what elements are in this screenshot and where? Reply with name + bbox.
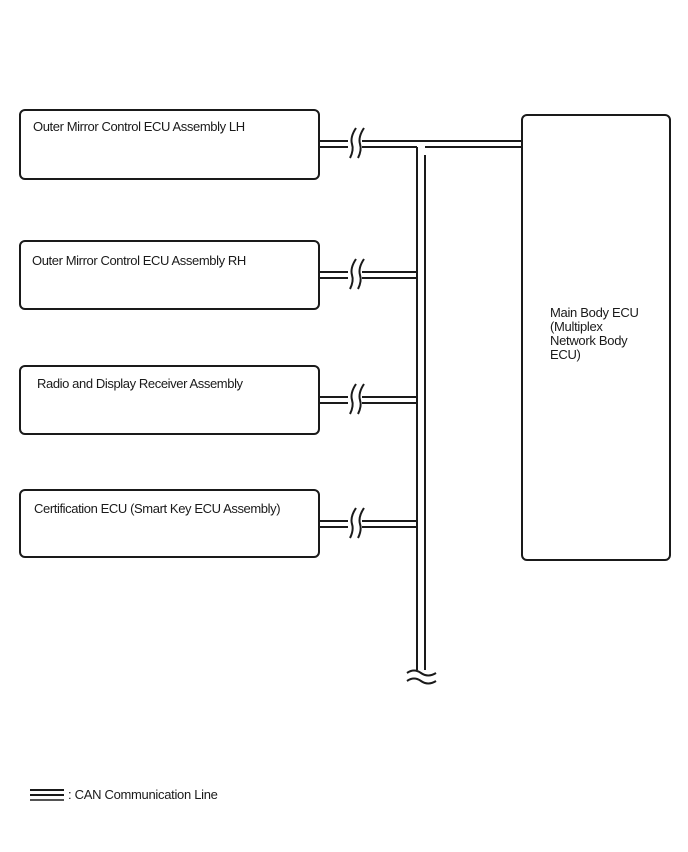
can-line-rh (319, 258, 417, 290)
bus-continuation-break (406, 669, 437, 685)
legend-line-symbol (30, 789, 64, 801)
ecu-box-outer-mirror-lh (19, 109, 320, 180)
ecu-box-outer-mirror-rh (19, 240, 320, 310)
can-line-certification (319, 507, 417, 539)
can-line-lh (319, 127, 522, 159)
legend-label: : CAN Communication Line (68, 787, 218, 802)
ecu-label-outer-mirror-rh: Outer Mirror Control ECU Assembly RH (32, 253, 246, 268)
ecu-label-certification: Certification ECU (Smart Key ECU Assembl… (34, 501, 281, 516)
ecu-box-certification (19, 489, 320, 558)
main-body-ecu-label: Main Body ECU (Multiplex Network Body EC… (550, 305, 639, 362)
ecu-label-radio-display: Radio and Display Receiver Assembly (37, 376, 243, 391)
can-line-radio (319, 383, 417, 415)
ecu-label-outer-mirror-lh: Outer Mirror Control ECU Assembly LH (33, 119, 245, 134)
ecu-box-radio-display (19, 365, 320, 435)
main-body-ecu-box (521, 114, 671, 561)
